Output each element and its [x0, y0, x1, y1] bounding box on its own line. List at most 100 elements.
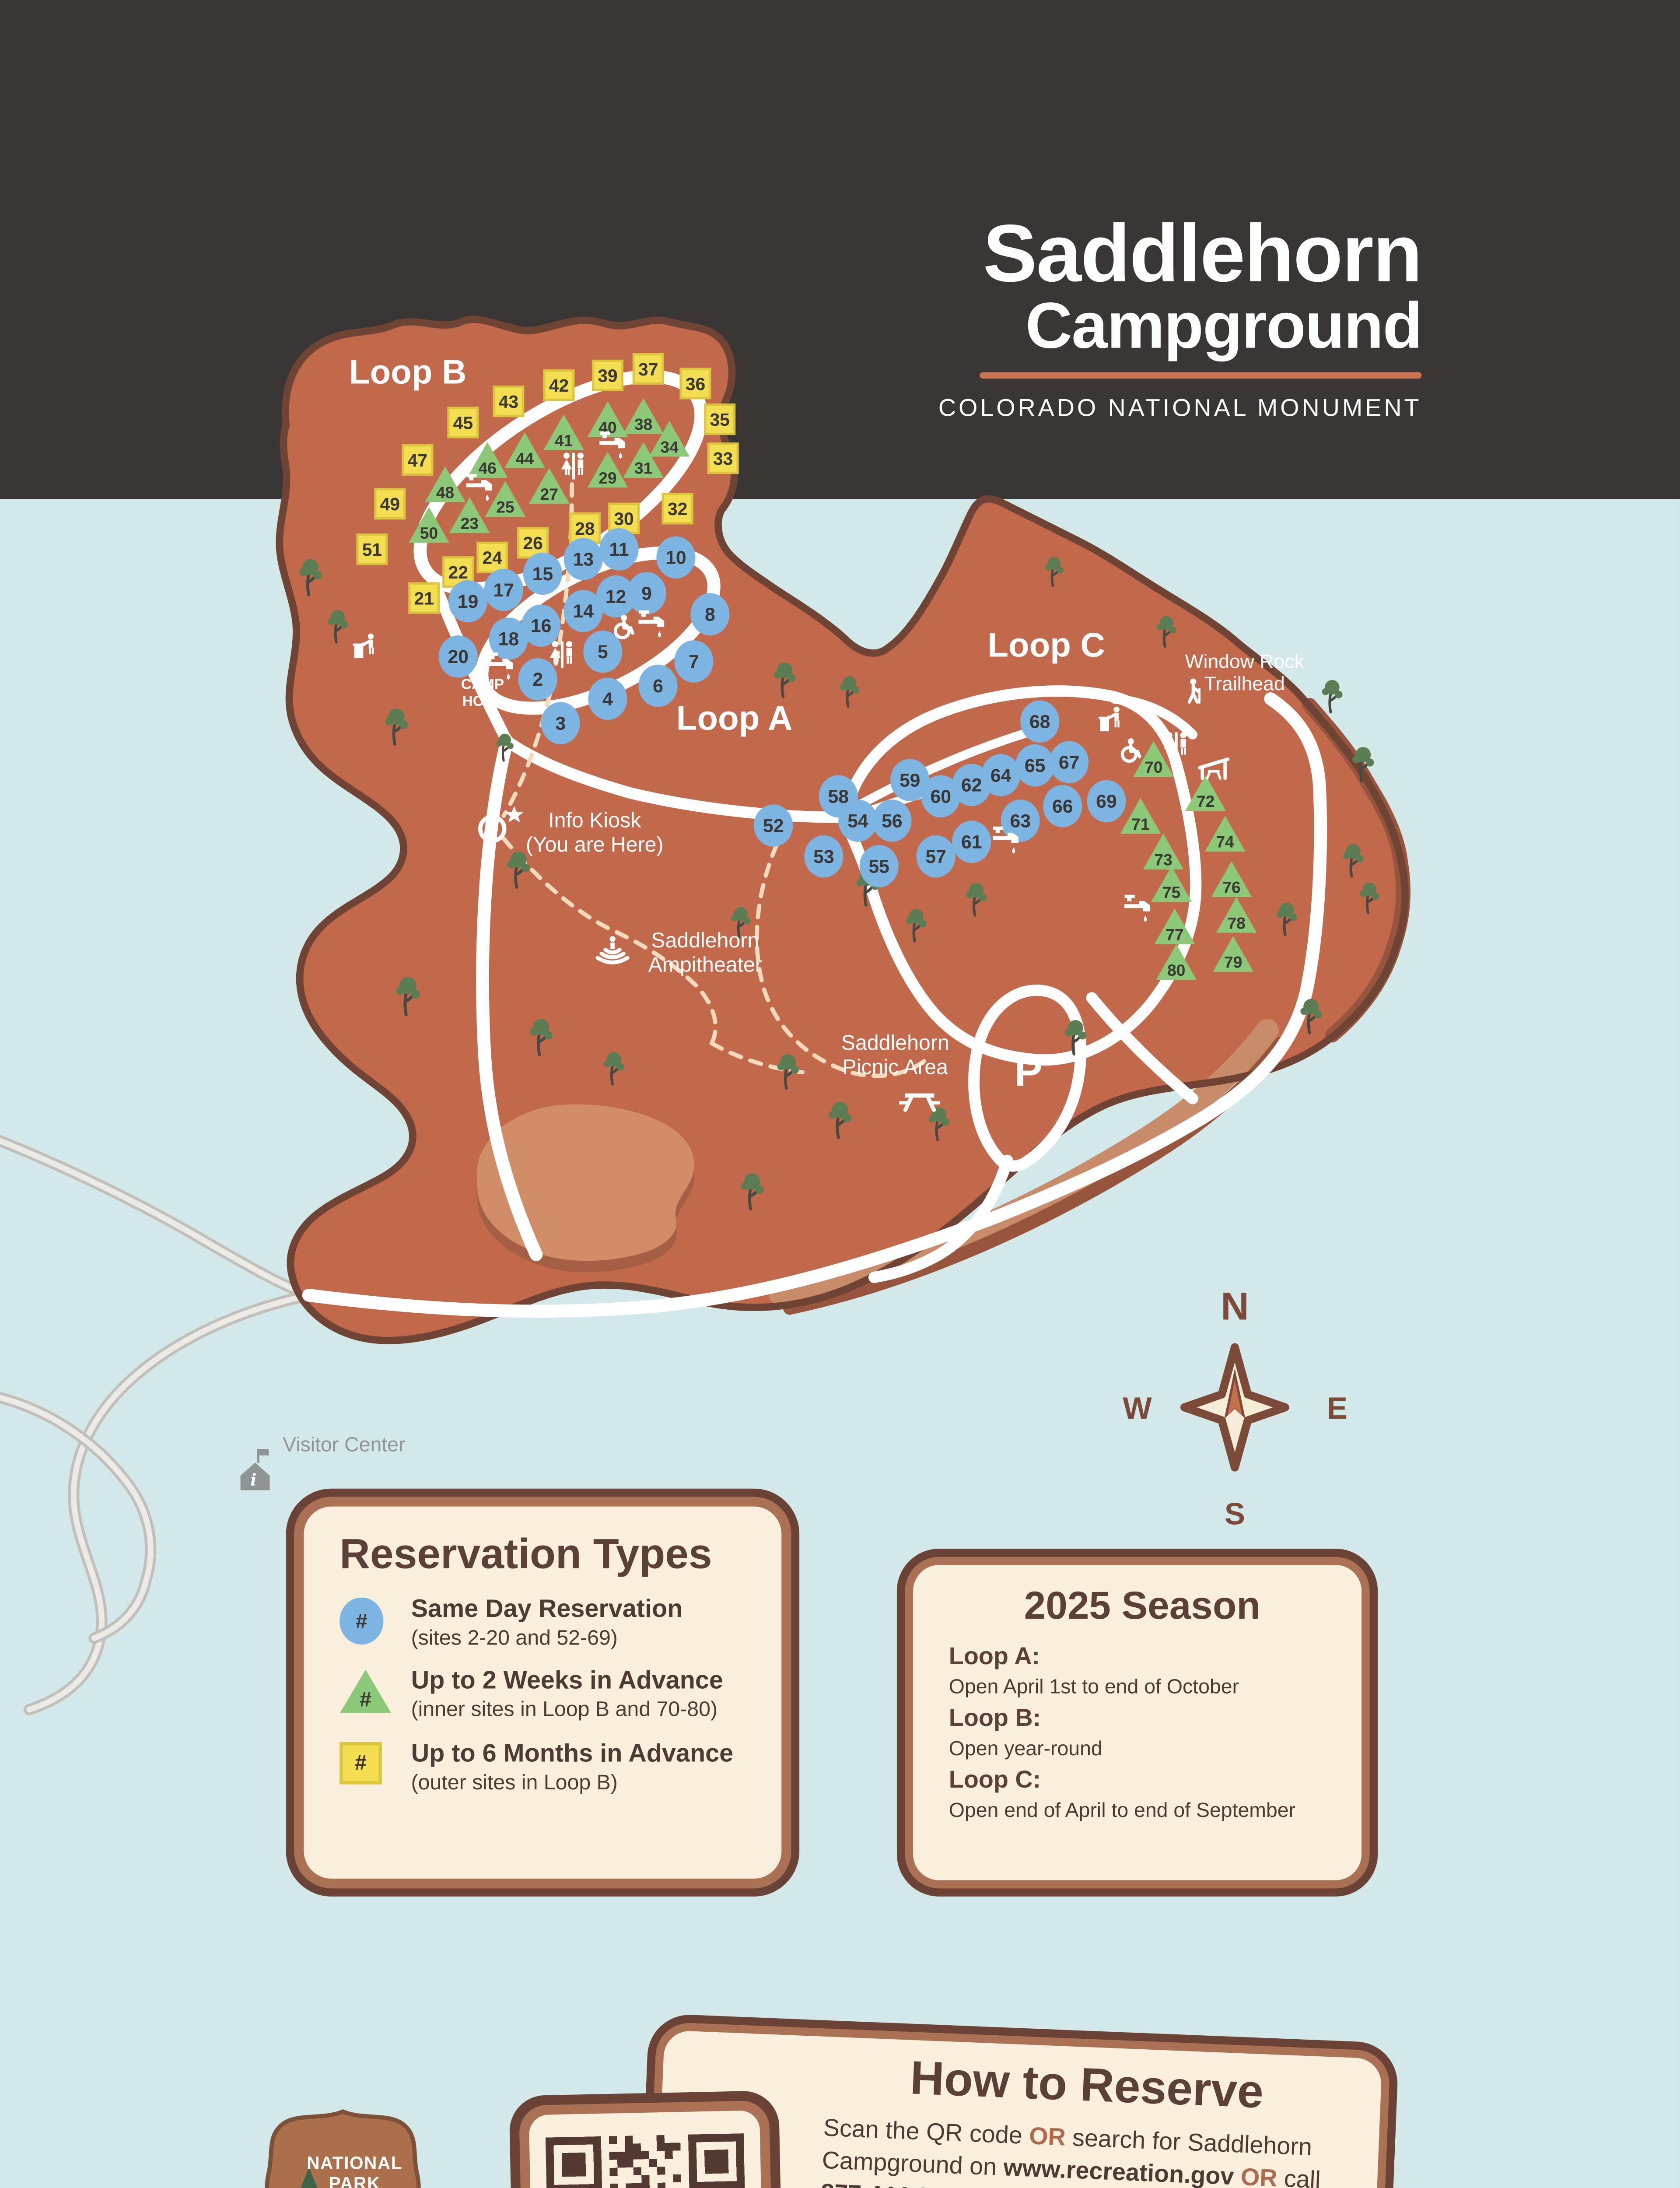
site-marker-circle: 20	[438, 635, 478, 678]
map-label: 31	[634, 459, 652, 477]
map-label: 75	[1162, 883, 1180, 901]
qr-module	[562, 2160, 570, 2169]
site-marker-square: 33	[707, 442, 739, 474]
qr-module	[664, 2142, 673, 2151]
map-label: 49	[380, 494, 400, 514]
compass-rose	[1180, 1343, 1289, 1472]
qr-module	[641, 2151, 649, 2160]
qr-module	[704, 2134, 712, 2142]
map-label: 79	[1224, 953, 1242, 971]
two-week-triangle-icon: #	[340, 1669, 392, 1714]
tree-icon	[1300, 999, 1322, 1034]
accessible-icon	[614, 614, 634, 639]
site-marker-circle: 18	[489, 617, 528, 660]
trash-icon	[1099, 706, 1120, 732]
qr-module	[688, 2150, 697, 2159]
map-label: 67	[1059, 752, 1079, 773]
qr-module	[704, 2166, 713, 2174]
qr-module	[634, 2183, 642, 2188]
reserve-text: call	[1277, 2165, 1328, 2188]
campground-road	[968, 984, 1087, 1172]
qr-module	[688, 2142, 696, 2151]
site-marker-triangle: 80	[1156, 944, 1197, 980]
map-label: 9	[641, 583, 652, 604]
map-label: 53	[813, 846, 834, 867]
reserve-instructions: Scan the QR code OR search for Saddlehor…	[820, 2113, 1347, 2188]
site-marker-triangle: 25	[485, 481, 526, 517]
map-label: 24	[483, 548, 503, 568]
visitor-center-icon: i	[240, 1449, 270, 1490]
site-marker-circle: 63	[1001, 799, 1040, 842]
tree-icon	[385, 708, 408, 746]
qr-module	[610, 2183, 618, 2188]
map-label: 26	[523, 533, 542, 553]
map-label: 25	[496, 498, 514, 516]
faucet-icon	[466, 473, 492, 501]
qr-module	[593, 2152, 602, 2160]
map-label: 58	[828, 786, 849, 807]
site-marker-circle: 57	[916, 835, 956, 878]
nps-text-national: NATIONAL	[307, 2153, 402, 2173]
site-marker-circle: 12	[596, 575, 636, 618]
map-label: 64	[990, 765, 1012, 786]
same-day-circle-icon: #	[340, 1597, 384, 1645]
qr-module	[633, 2167, 642, 2176]
qr-module	[704, 2149, 713, 2158]
site-marker-triangle: 44	[504, 432, 545, 468]
qr-module	[736, 2173, 745, 2181]
map-label: 8	[705, 604, 715, 625]
map-label: 3	[555, 713, 566, 734]
reserve-title: How to Reserve	[909, 2053, 1265, 2119]
qr-module	[553, 2137, 562, 2146]
tree-icon	[840, 676, 860, 708]
tree-icon	[829, 1101, 852, 1139]
campground-road	[1086, 992, 1198, 1105]
mesa	[476, 1104, 694, 1261]
qr-module	[704, 2157, 713, 2166]
legend-label: Up to 2 Weeks in Advance	[411, 1668, 723, 1696]
nps-text-park: PARK	[329, 2173, 381, 2188]
map-label: 21	[414, 588, 434, 608]
site-marker-square: 36	[679, 368, 711, 400]
restroom-icon	[1164, 732, 1186, 759]
site-marker-circle: 52	[754, 804, 793, 847]
map-label: 46	[478, 459, 496, 477]
qr-module	[625, 2151, 634, 2160]
qr-code-box	[509, 2090, 784, 2188]
map-label: 56	[882, 810, 902, 831]
tree-icon	[1045, 557, 1064, 587]
qr-module	[720, 2165, 729, 2174]
legend-sublabel: (sites 2-20 and 52-69)	[411, 1625, 618, 1649]
qr-module	[689, 2166, 697, 2174]
qr-module	[625, 2143, 633, 2152]
map-label: 60	[930, 786, 951, 807]
qr-module	[626, 2183, 634, 2188]
site-marker-triangle: 34	[649, 421, 690, 457]
site-marker-square: 24	[476, 541, 508, 573]
site-marker-circle: 15	[523, 552, 562, 595]
map-label: 43	[499, 392, 518, 412]
qr-module	[594, 2184, 602, 2188]
legend-row-two-weeks: # Up to 2 Weeks in Advance (inner sites …	[340, 1668, 752, 1722]
map-label: Visitor Center	[283, 1433, 405, 1455]
site-marker-circle: 7	[674, 640, 714, 683]
amphitheater-icon	[595, 936, 630, 964]
faucet-icon	[638, 610, 665, 638]
legend-label: Same Day Reservation	[411, 1595, 683, 1623]
title-underline	[980, 372, 1422, 379]
qr-module	[578, 2160, 586, 2169]
loop-a-road	[475, 546, 721, 715]
qr-module	[561, 2137, 570, 2145]
qr-module	[673, 2174, 682, 2183]
map-label: 48	[436, 483, 454, 501]
restroom-icon	[550, 641, 572, 668]
season-title: 2025 Season	[1024, 1584, 1260, 1629]
tree-icon	[328, 610, 348, 644]
map-label: 68	[1029, 712, 1050, 733]
reserve-or: OR	[1028, 2123, 1066, 2152]
map-label: 38	[634, 415, 652, 433]
header-band	[0, 0, 1680, 499]
site-marker-triangle: 70	[1133, 741, 1174, 777]
tree-icon	[1157, 616, 1176, 648]
